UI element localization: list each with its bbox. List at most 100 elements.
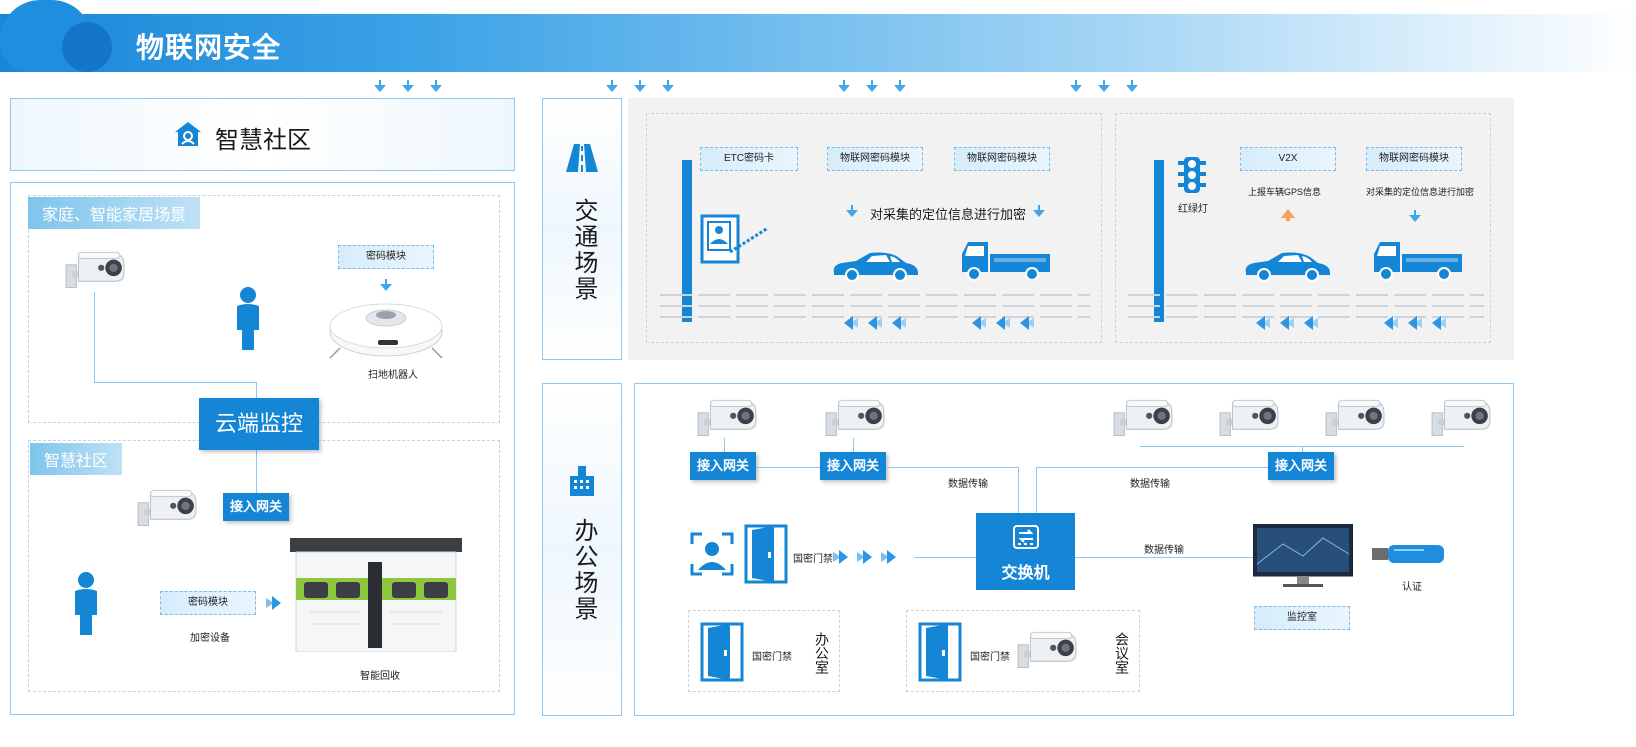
access-gateway-box[interactable]: 接入网关: [1268, 452, 1334, 480]
car-icon: [1242, 249, 1332, 283]
down-arrow-icon: [1125, 80, 1139, 94]
office-panel: [634, 383, 1514, 716]
down-arrow-icon: [401, 80, 415, 94]
traffic-side-tab: [542, 98, 622, 360]
connector-line: [724, 438, 725, 452]
etc-pole: [682, 160, 692, 322]
crypto-module-label: 密码模块: [160, 591, 256, 615]
road-lane: [660, 294, 1090, 296]
left-arrow-icon: [1382, 316, 1398, 330]
office-room-frame: [688, 610, 840, 692]
left-arrow-icon: [1278, 316, 1294, 330]
car-icon: [830, 249, 920, 283]
road-lane: [660, 305, 1090, 307]
monitor-room-label: 监控室: [1254, 606, 1350, 630]
connector-line: [94, 382, 256, 383]
left-main-panel: [10, 182, 515, 715]
office-side-tab: [542, 383, 622, 716]
left-arrow-icon: [842, 316, 858, 330]
right-arrow-icon: [833, 550, 849, 564]
meeting-room-frame: [906, 610, 1140, 692]
connector-line: [256, 450, 257, 494]
down-arrow-icon: [633, 80, 647, 94]
traffic-light-pole: [1154, 160, 1164, 322]
office-side-title: 办公场景: [570, 518, 597, 622]
community-scene-tag: 智慧社区: [30, 443, 123, 475]
down-arrow-icon: [1032, 205, 1046, 219]
monitor-icon: [1253, 524, 1353, 587]
road-lane: [1128, 294, 1484, 296]
traffic-light-label: 红绿灯: [1178, 204, 1208, 215]
data-transfer-label: 数据传输: [1130, 479, 1170, 490]
camera-icon: [1430, 398, 1492, 442]
road-lane: [1128, 305, 1484, 307]
traffic-right-frame: [1115, 113, 1491, 343]
down-arrow-icon: [379, 279, 393, 293]
traffic-light-icon: [1178, 157, 1206, 193]
office-room-name: 办公室: [814, 632, 830, 674]
down-arrow-icon: [429, 80, 443, 94]
home-icon: [175, 122, 201, 146]
person-icon: [72, 571, 100, 635]
iot-module-label: 物联网密码模块: [827, 147, 923, 171]
right-arrow-icon: [857, 550, 873, 564]
cloud-monitor-box[interactable]: 云端监控: [199, 398, 319, 450]
camera-icon: [1324, 398, 1386, 442]
access-gateway-box[interactable]: 接入网关: [690, 452, 756, 480]
up-arrow-icon: [1281, 209, 1295, 221]
left-arrow-icon: [1018, 316, 1034, 330]
connector-line: [1075, 557, 1255, 558]
down-arrow-icon: [837, 80, 851, 94]
factory-icon: [570, 466, 594, 496]
connector-line: [914, 557, 976, 558]
traffic-left-frame: [646, 113, 1102, 343]
left-arrow-icon: [1302, 316, 1318, 330]
v2x-label: V2X: [1240, 147, 1336, 171]
connector-line: [94, 292, 95, 382]
robot-label: 扫地机器人: [368, 370, 418, 381]
down-arrow-icon: [373, 80, 387, 94]
connector-line: [1036, 467, 1268, 468]
right-arrow-icon: [881, 550, 897, 564]
recycle-machine-icon: [290, 538, 462, 652]
down-arrow-icon: [605, 80, 619, 94]
connector-line: [256, 382, 257, 400]
road-icon: [566, 144, 598, 172]
connector-line: [1302, 446, 1303, 454]
left-section-title: 智慧社区: [215, 127, 311, 154]
auth-label: 认证: [1402, 582, 1422, 593]
camera-icon: [824, 398, 886, 442]
door-access-label: 国密门禁: [752, 652, 792, 663]
truck-icon: [1372, 238, 1464, 282]
left-arrow-icon: [1430, 316, 1446, 330]
encrypt-note: 对采集的定位信息进行加密: [870, 207, 1027, 222]
data-transfer-label: 数据传输: [948, 479, 988, 490]
connector-line: [1018, 467, 1019, 513]
down-arrow-icon: [1408, 210, 1422, 224]
left-arrow-icon: [1406, 316, 1422, 330]
left-arrow-icon: [1254, 316, 1270, 330]
camera-icon: [1218, 398, 1280, 442]
camera-icon: [136, 488, 198, 532]
page-title: 物联网安全: [136, 32, 282, 63]
door-icon: [744, 524, 788, 584]
cloud-icon-accent: [62, 22, 112, 72]
connector-line: [853, 438, 854, 452]
access-gateway-box[interactable]: 接入网关: [223, 493, 289, 521]
down-arrow-icon: [845, 205, 859, 219]
down-arrow-icon: [865, 80, 879, 94]
camera-icon: [696, 398, 758, 442]
iot-module-label: 物联网密码模块: [954, 147, 1050, 171]
right-arrow-icon: [266, 596, 282, 610]
switch-box[interactable]: 交换机: [976, 513, 1075, 590]
connector-line: [1036, 467, 1037, 513]
data-transfer-label: 数据传输: [1144, 545, 1184, 556]
encrypt-note-right: 对采集的定位信息进行加密: [1366, 187, 1475, 197]
person-icon: [234, 286, 262, 350]
camera-icon: [64, 250, 126, 294]
door-icon: [700, 622, 744, 682]
access-gateway-box[interactable]: 接入网关: [820, 452, 886, 480]
down-arrow-icon: [1069, 80, 1083, 94]
camera-icon: [1112, 398, 1174, 442]
switch-icon: [1013, 525, 1039, 549]
